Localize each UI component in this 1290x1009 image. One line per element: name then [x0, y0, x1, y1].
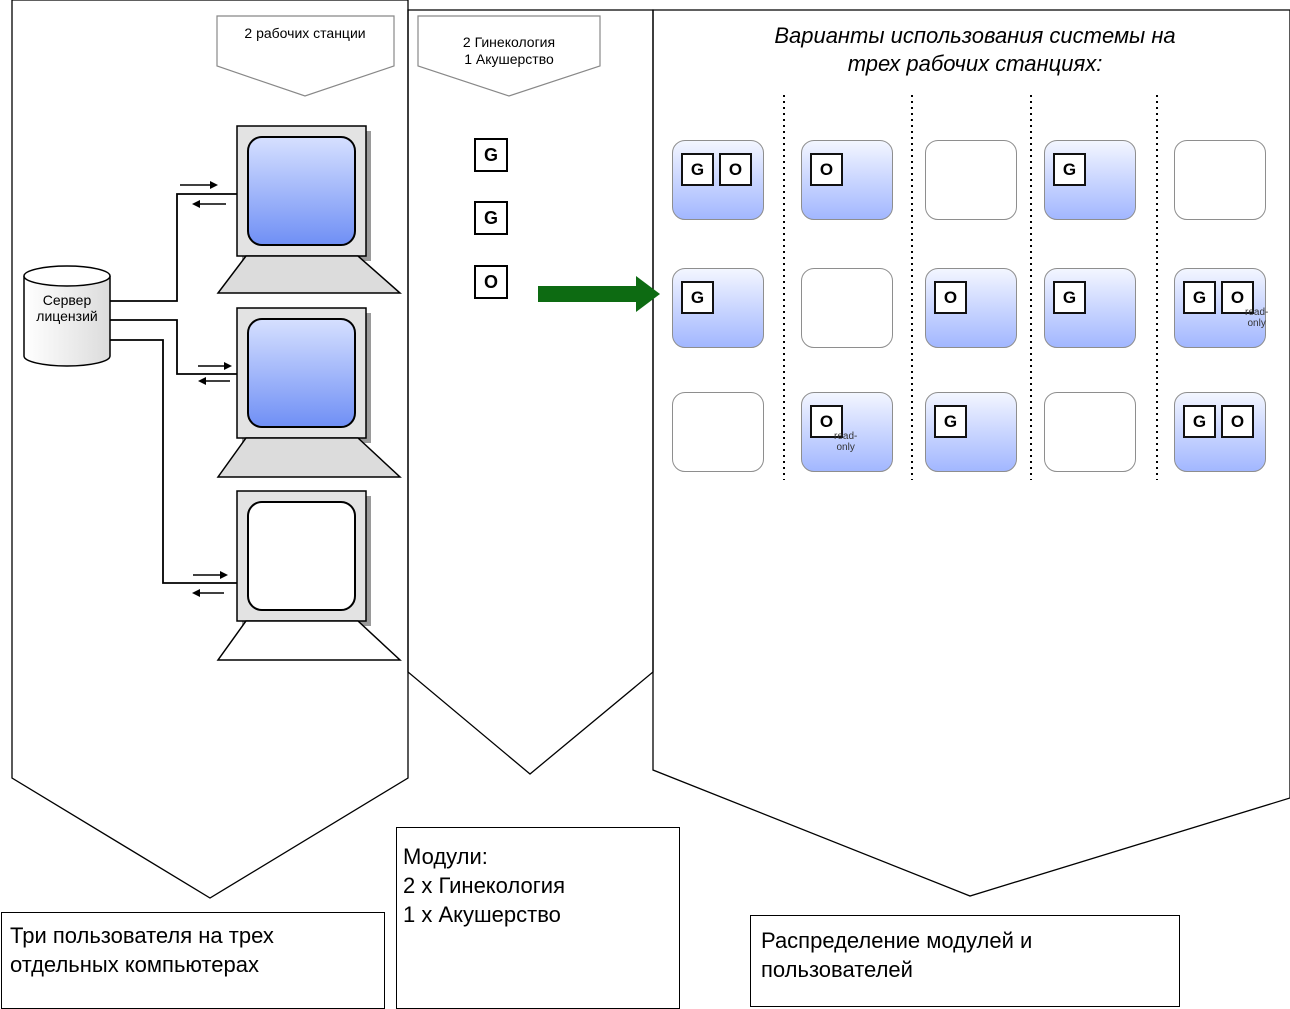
right-caption-box: Распределение модулей и пользователей [750, 915, 1180, 1007]
connection-lines [110, 193, 238, 584]
left-caption-box: Три пользователя на трех отдельных компь… [1, 912, 385, 1009]
middle-section-chevron [407, 9, 654, 775]
module-icon: G [1183, 405, 1216, 438]
module-icon: O [474, 265, 508, 299]
variants-title-line: Варианты использования системы на [774, 23, 1176, 48]
workstation-cell [801, 268, 893, 348]
read-only-label: read- [834, 431, 858, 442]
workstation-cell: O [801, 140, 893, 220]
module-icon: O [810, 405, 843, 438]
left-header-label: 2 рабочих станции [244, 25, 366, 41]
read-only-label: read- [1245, 307, 1269, 318]
module-icon: G [1053, 281, 1086, 314]
column-separators [783, 95, 1158, 480]
variants-title: Варианты использования системы на трех р… [690, 22, 1260, 78]
read-only-note: read-only [834, 431, 857, 453]
right-section-chevron [652, 9, 1290, 897]
workstation-cell [672, 392, 764, 472]
workstation-cell: G [672, 268, 764, 348]
middle-header-tag [417, 15, 601, 97]
computer-monitor-icon [216, 307, 402, 478]
server-label-line: Сервер [42, 292, 92, 308]
arrow-right-icon [538, 276, 660, 312]
workstation-cell [1174, 140, 1266, 220]
middle-header-line: 1 Акушерство [464, 51, 554, 67]
module-icon: G [474, 201, 508, 235]
workstation-cell: G [1044, 140, 1136, 220]
module-icon: G [1183, 281, 1216, 314]
left-section-chevron [11, 0, 409, 899]
module-icon: O [1221, 281, 1254, 314]
middle-header-line: 2 Гинекология [462, 34, 556, 50]
caption-line: Распределение модулей и [761, 928, 1033, 953]
caption-line: Три пользователя на трех [10, 923, 274, 948]
read-only-note: read-only [1245, 307, 1268, 329]
module-icon: O [810, 153, 843, 186]
computer-monitor-icon [216, 125, 402, 294]
workstation-cell [925, 140, 1017, 220]
read-only-label: only [836, 442, 855, 453]
server-label-line: лицензий [36, 308, 98, 324]
module-icon: G [681, 153, 714, 186]
left-header-tag [216, 15, 395, 97]
workstation-cell: G [925, 392, 1017, 472]
module-icon: G [474, 138, 508, 172]
variants-title-line: трех рабочих станциях: [847, 51, 1103, 76]
middle-header-label: 2 Гинекология 1 Акушерство [420, 34, 598, 68]
workstation-cell [1044, 392, 1136, 472]
traffic-arrows [180, 181, 232, 597]
workstation-cell: O [925, 268, 1017, 348]
caption-line: Модули: [403, 844, 488, 869]
server-label: Сервер лицензий [22, 292, 112, 324]
caption-line: отдельных компьютерах [10, 952, 259, 977]
caption-line: пользователей [761, 957, 913, 982]
server-database-icon [23, 265, 111, 367]
module-icon: G [681, 281, 714, 314]
workstation-cell: G [1044, 268, 1136, 348]
module-icon: O [719, 153, 752, 186]
module-icon: G [1053, 153, 1086, 186]
module-icon: O [934, 281, 967, 314]
read-only-label: only [1247, 318, 1266, 329]
module-icon: O [1221, 405, 1254, 438]
caption-line: 1 x Акушерство [403, 902, 561, 927]
middle-caption-box: Модули: 2 x Гинекология 1 x Акушерство [396, 827, 680, 1009]
caption-line: 2 x Гинекология [403, 873, 565, 898]
module-icon: G [934, 405, 967, 438]
computer-monitor-icon [216, 490, 402, 661]
